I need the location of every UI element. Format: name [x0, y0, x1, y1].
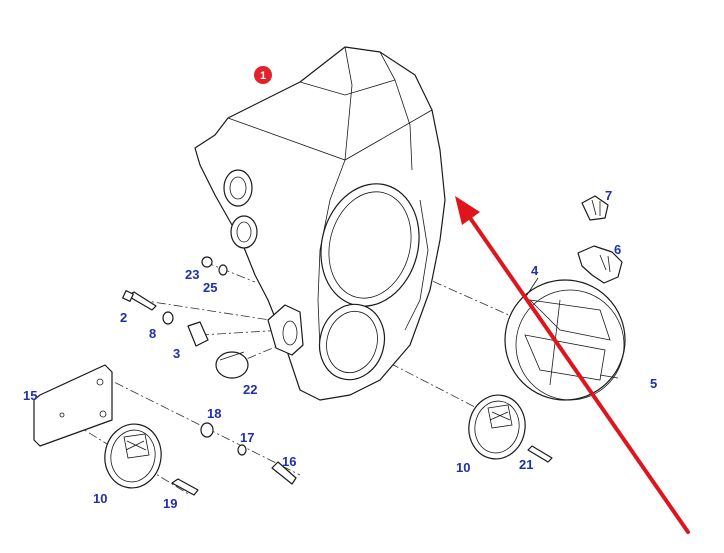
- item-badge: 1: [254, 66, 272, 84]
- callout-22: 23: [185, 267, 199, 282]
- marker-lamp-left: [104, 423, 162, 489]
- callout-4: 4: [531, 263, 539, 278]
- callout-25: 22: [243, 382, 257, 397]
- marker-lamp-right: [468, 394, 526, 460]
- callout-17: 17: [240, 430, 254, 445]
- callout-19: 19: [163, 496, 177, 511]
- headlamp-housing: [194, 46, 446, 401]
- callout-3: 3: [173, 346, 180, 361]
- hardware: [122, 256, 553, 496]
- callout-7: 7: [605, 188, 612, 203]
- callout-labels: 7 6 4 5 23 25 2 8 3 22 15 18 17 16 10 19…: [23, 188, 657, 511]
- bulb-large: [577, 245, 623, 284]
- indicator-arrow: [455, 196, 690, 534]
- item-badge-label: 1: [260, 70, 266, 82]
- leader-lines: [524, 277, 619, 379]
- callout-23: 25: [203, 280, 217, 295]
- main-lamp-lens: [504, 279, 626, 401]
- bulb-small: [581, 195, 609, 221]
- callout-8: 8: [149, 326, 156, 341]
- mounting-plate: [33, 364, 113, 447]
- callout-6: 6: [614, 242, 621, 257]
- callout-2: 2: [120, 310, 127, 325]
- callout-10-left: 10: [93, 491, 107, 506]
- callout-16: 16: [282, 454, 296, 469]
- callout-5: 5: [650, 376, 657, 391]
- callout-15: 15: [23, 388, 37, 403]
- callout-21: 21: [519, 457, 533, 472]
- callout-10-right: 10: [456, 460, 470, 475]
- callout-18: 18: [207, 406, 221, 421]
